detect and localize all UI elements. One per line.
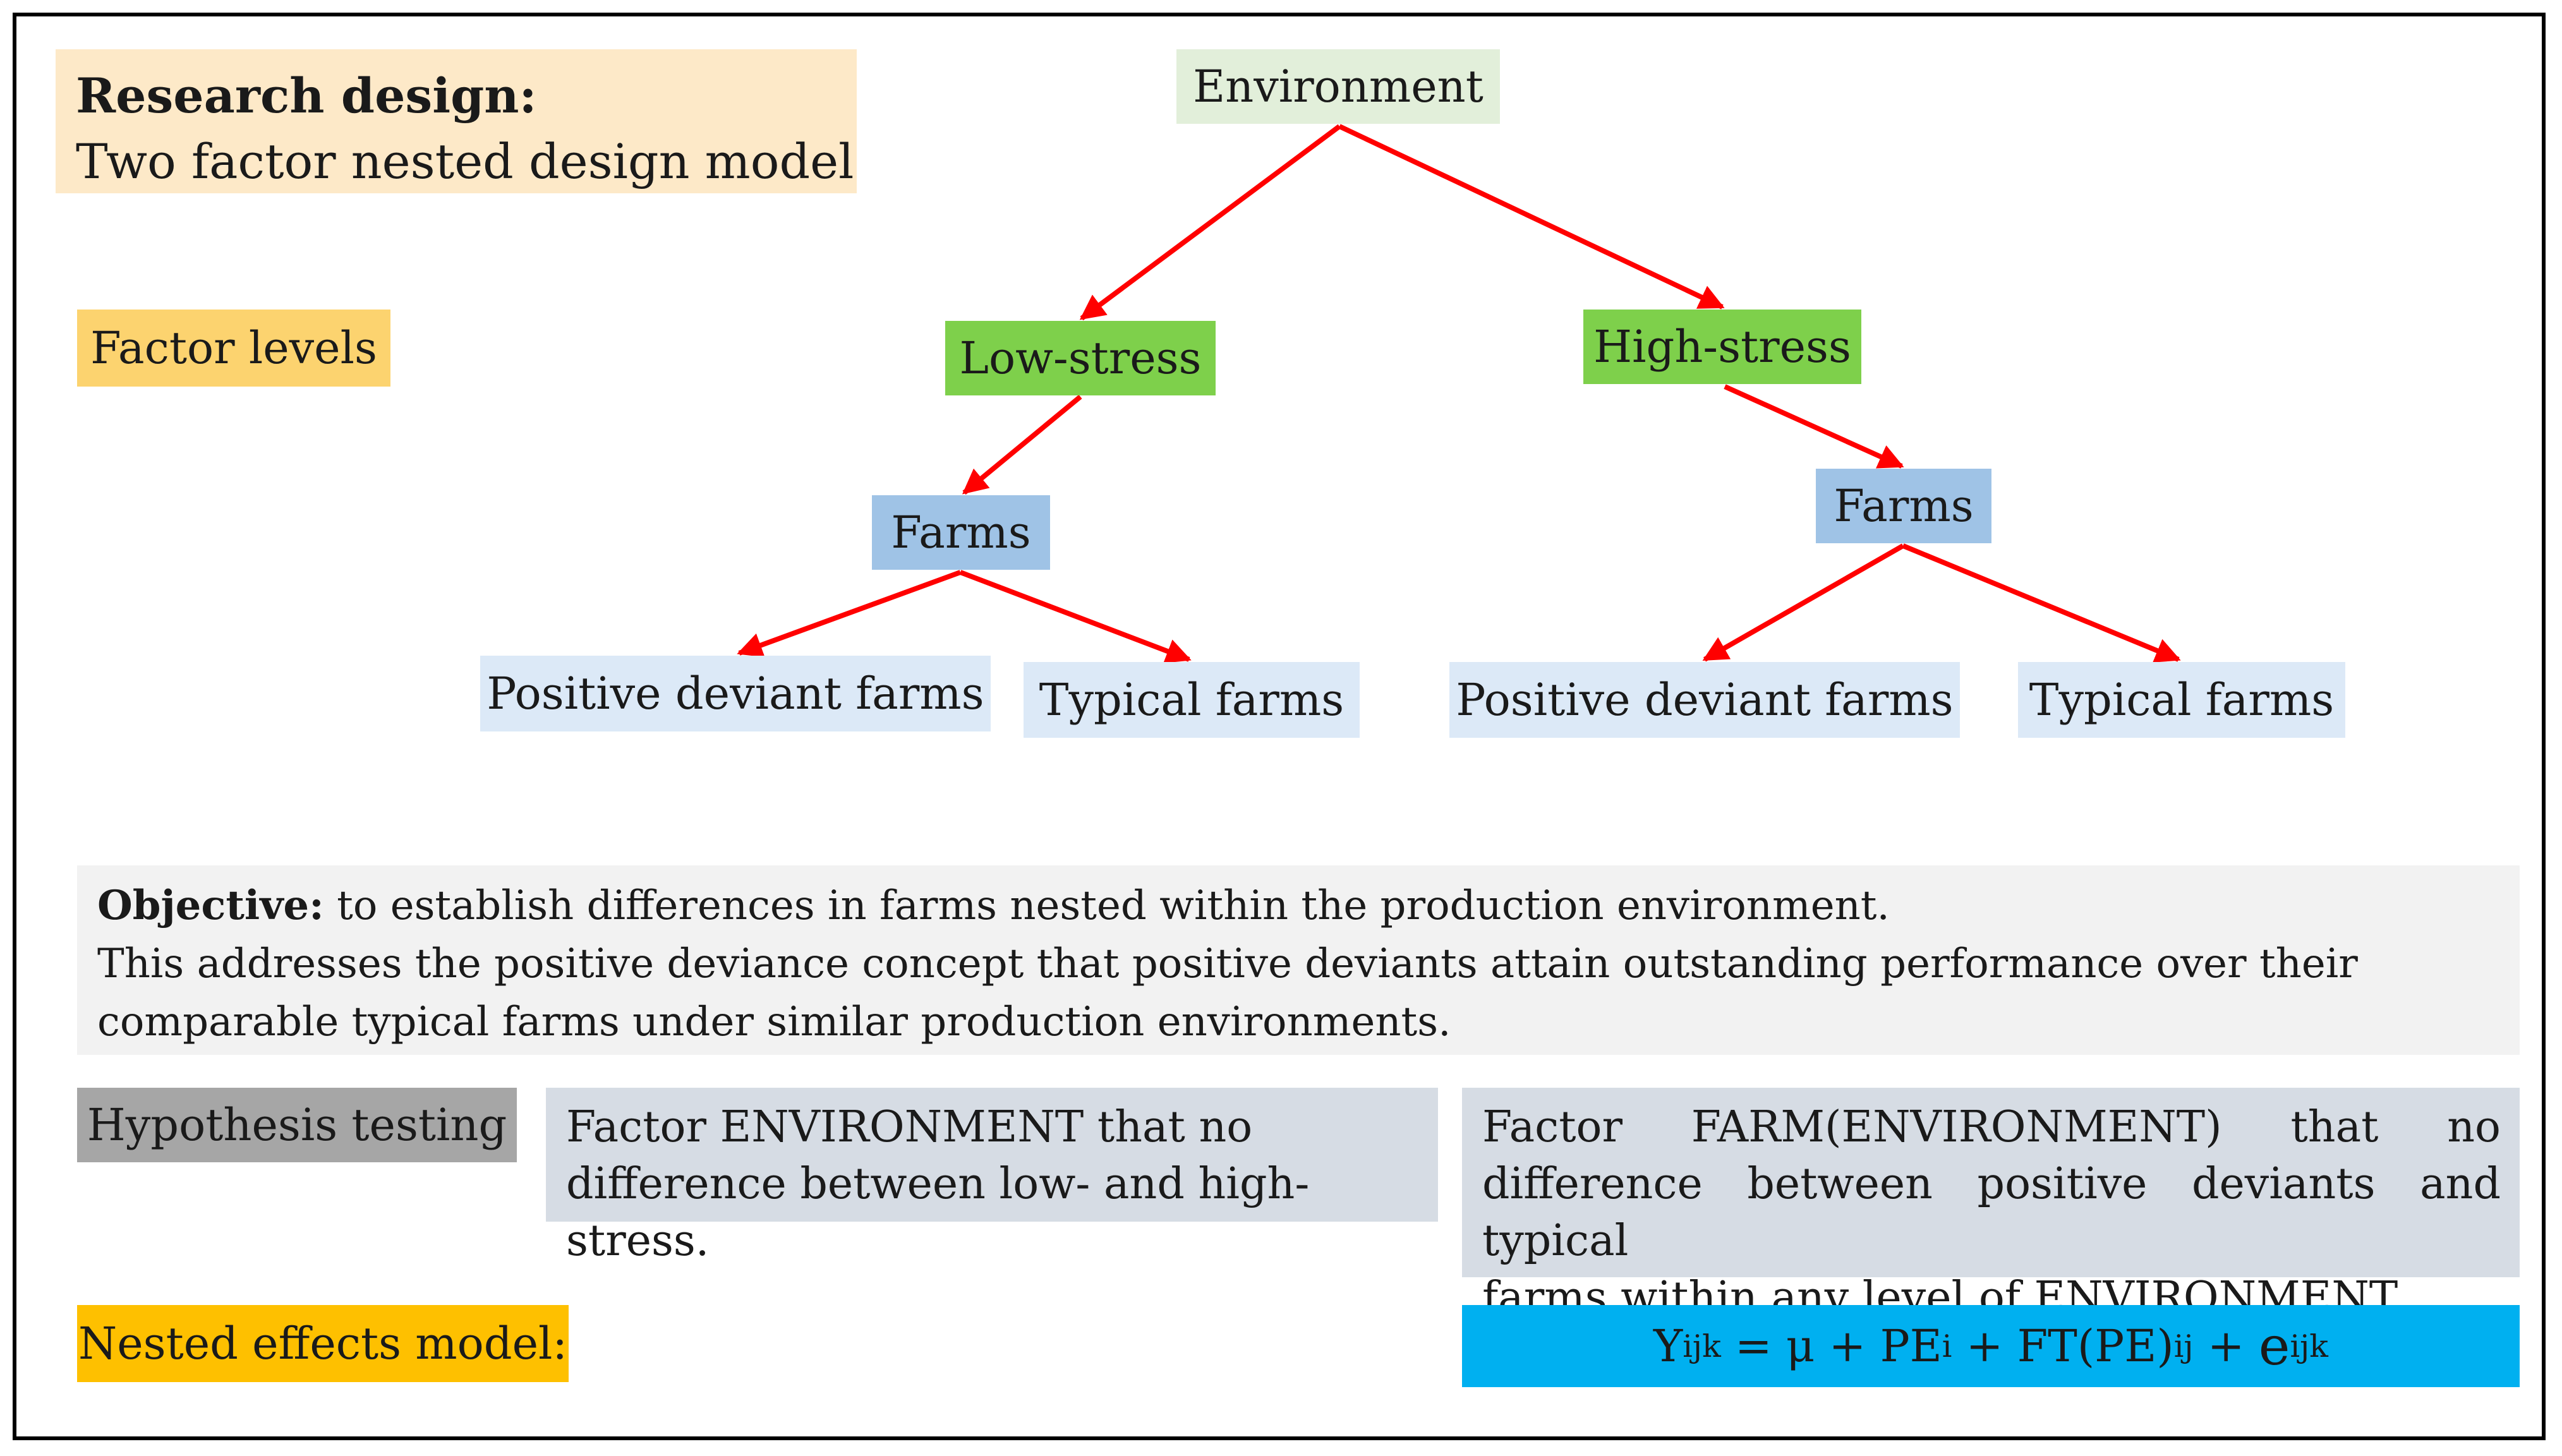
arrow-farms-left-to-typical — [959, 570, 1192, 663]
hypothesis-farm-line-1: Factor FARM(ENVIRONMENT) that no — [1482, 1099, 2501, 1156]
formula-y: Y — [1653, 1320, 1683, 1372]
arrow-environment-to-low-stress — [1079, 124, 1341, 321]
hypothesis-environment-line-2: difference between low- and high-stress. — [566, 1159, 1310, 1266]
objective-text-3: comparable typical farms under similar p… — [97, 999, 1451, 1045]
formula-error-subscript: ijk — [2290, 1328, 2328, 1364]
hypothesis-farm-line-2: difference between positive deviants and… — [1482, 1159, 2501, 1266]
arrow-farms-right-to-typical — [1902, 543, 2181, 663]
objective-label: Objective: — [97, 882, 324, 929]
research-design-label: Research design: — [76, 68, 537, 124]
node-typical-high: Typical farms — [2018, 662, 2345, 738]
objective-box: Objective: to establish differences in f… — [77, 865, 2520, 1055]
formula-error: e — [2258, 1315, 2290, 1377]
node-farms-high-stress: Farms — [1816, 469, 1991, 543]
arrow-high-stress-to-farms — [1724, 384, 1904, 469]
hypothesis-environment: Factor ENVIRONMENT that no difference be… — [546, 1088, 1438, 1266]
formula-mu-pe: = μ + PE — [1720, 1320, 1942, 1372]
formula-ft-pe: + FT(PE) — [1952, 1320, 2174, 1372]
node-positive-deviant-high: Positive deviant farms — [1449, 662, 1960, 738]
formula-plus: + — [2193, 1320, 2259, 1372]
arrow-environment-to-high-stress — [1338, 124, 1725, 310]
hypothesis-farm-word: that — [2290, 1102, 2379, 1152]
arrow-farms-right-to-positive-deviant — [1702, 543, 1904, 662]
diagram-frame — [13, 13, 2546, 1440]
hypothesis-farm-word: no — [2447, 1102, 2501, 1152]
hypothesis-farm-word: FARM(ENVIRONMENT) — [1691, 1102, 2222, 1152]
formula-pe-subscript: i — [1942, 1328, 1952, 1364]
node-positive-deviant-low: Positive deviant farms — [480, 656, 991, 731]
factor-levels-label: Factor levels — [77, 310, 390, 387]
hypothesis-testing-label: Hypothesis testing — [77, 1088, 517, 1162]
node-environment: Environment — [1176, 49, 1500, 124]
node-typical-low: Typical farms — [1024, 662, 1360, 738]
research-design-model: Two factor nested design model — [76, 133, 854, 190]
node-high-stress: High-stress — [1583, 310, 1861, 384]
formula-ft-subscript: ij — [2173, 1328, 2194, 1364]
node-low-stress: Low-stress — [945, 321, 1216, 395]
arrow-farms-left-to-positive-deviant — [737, 570, 962, 658]
research-design-box: Research design: Two factor nested desig… — [56, 49, 857, 193]
hypothesis-environment-line-1: Factor ENVIRONMENT that no — [566, 1102, 1253, 1152]
nested-effects-model-label: Nested effects model: — [77, 1305, 569, 1382]
objective-text-2: This addresses the positive deviance con… — [97, 941, 2358, 987]
node-farms-low-stress: Farms — [872, 495, 1050, 570]
hypothesis-farm: Factor FARM(ENVIRONMENT) that no differe… — [1462, 1088, 2520, 1323]
objective-line-1: Objective: to establish differences in f… — [97, 877, 2520, 935]
formula-y-subscript: ijk — [1683, 1328, 1721, 1364]
objective-text-1: to establish differences in farms nested… — [337, 882, 1890, 929]
hypothesis-farm-word: Factor — [1482, 1102, 1622, 1152]
arrow-low-stress-to-farms — [962, 394, 1082, 495]
